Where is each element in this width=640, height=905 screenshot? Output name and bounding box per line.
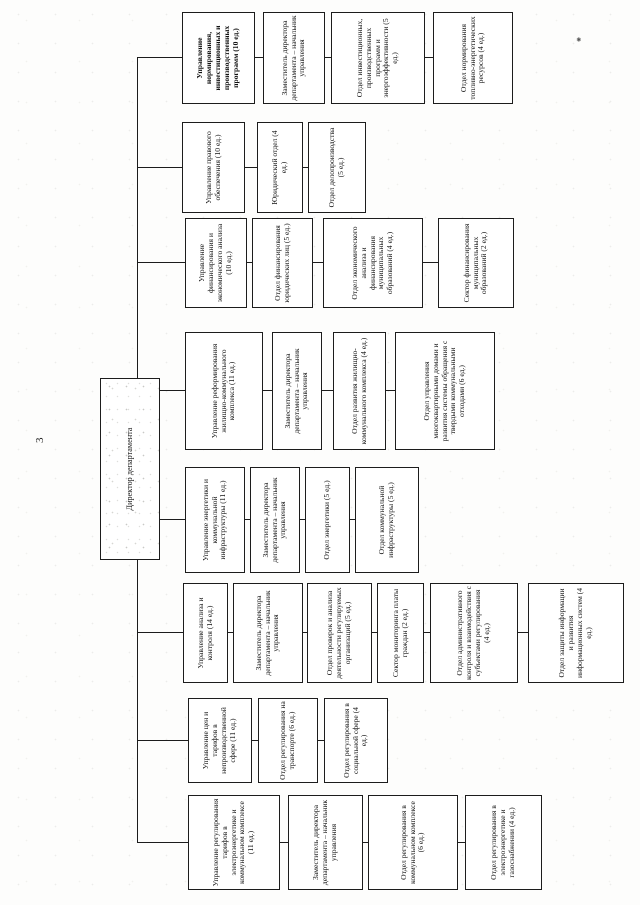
connector-line: [137, 842, 188, 843]
connector-line: [518, 632, 528, 633]
department-box: Отдел проверок и анализа деятельности ре…: [307, 583, 372, 683]
connector-line: [386, 390, 395, 391]
management-box: Управление реформирования жилищно-коммун…: [185, 332, 263, 450]
connector-line: [137, 632, 183, 633]
connector-line: [137, 262, 185, 263]
management-box: Управление регулирования тарифов в элект…: [188, 795, 280, 890]
department-box: Отдел управления многоквартирными домами…: [395, 332, 495, 450]
management-box: Управление анализа и контроля (14 ед.): [183, 583, 228, 683]
connector-line: [137, 740, 188, 741]
department-box: Заместитель директора департамента – нач…: [263, 12, 325, 104]
department-box: Отдел финансирования юридических лиц (5 …: [252, 218, 313, 308]
department-box: Отдел защиты информации и развития инфор…: [528, 583, 624, 683]
department-box: Отдел энергетики (5 ед.): [305, 467, 350, 573]
department-box: Заместитель директора департамента – нач…: [272, 332, 322, 450]
department-box: Сектор финансирования муниципальных обра…: [438, 218, 514, 308]
connector-line: [322, 390, 333, 391]
connector-line: [313, 262, 323, 263]
department-box: Отдел инвестиционных, производственных п…: [331, 12, 425, 104]
department-box: Отдел регулирования в электроэнергетике …: [465, 795, 542, 890]
connector-line: [423, 262, 438, 263]
management-box: Управление нормирования, инвестиционных …: [182, 12, 255, 104]
management-box: Управление финансирования и экономическо…: [185, 218, 247, 308]
management-box: Управление энергетики и коммунальной инф…: [185, 467, 245, 573]
department-box: Отдел регулирования в социальной сфере (…: [324, 698, 388, 783]
department-box: Отдел регулирования на транспорте (6 ед.…: [258, 698, 318, 783]
department-box: Отдел экономического анализа и финансиро…: [323, 218, 423, 308]
department-box: Сектор мониторинга платы граждан (2 ед.): [377, 583, 424, 683]
department-box: Отдел нормирования топливно-энергетическ…: [433, 12, 513, 104]
connector-line: [245, 167, 257, 168]
management-box: Управление цен и тарифов в непроизводств…: [188, 698, 252, 783]
connector-line: [280, 842, 288, 843]
department-box: Отдел административного контроля и взаим…: [430, 583, 518, 683]
department-box: Заместитель директора департамента – нач…: [288, 795, 363, 890]
connector-line: [255, 57, 263, 58]
connector-line: [425, 57, 433, 58]
department-box: Заместитель директора департамента – нач…: [233, 583, 303, 683]
connector-line: [458, 842, 465, 843]
connector-line: [137, 57, 182, 58]
director-box: Директор департамента: [100, 378, 160, 560]
department-box: Заместитель директора департамента – нач…: [250, 467, 300, 573]
department-box: Отдел развития жилищно-коммунального ком…: [333, 332, 386, 450]
scan-speck: ✺: [577, 36, 583, 42]
department-box: Юридический отдел (4 ед.): [257, 122, 303, 213]
page-number: 3: [34, 437, 46, 444]
connector-line: [137, 167, 182, 168]
connector-line: [263, 390, 272, 391]
management-box: Управление правового обеспечения (10 ед.…: [182, 122, 245, 213]
department-box: Отдел регулирования в коммунальном компл…: [368, 795, 458, 890]
department-box: Отдел коммунальной инфраструктуры (5 ед.…: [355, 467, 419, 573]
department-box: Отдел делопроизводства (5 ед.): [308, 122, 366, 213]
